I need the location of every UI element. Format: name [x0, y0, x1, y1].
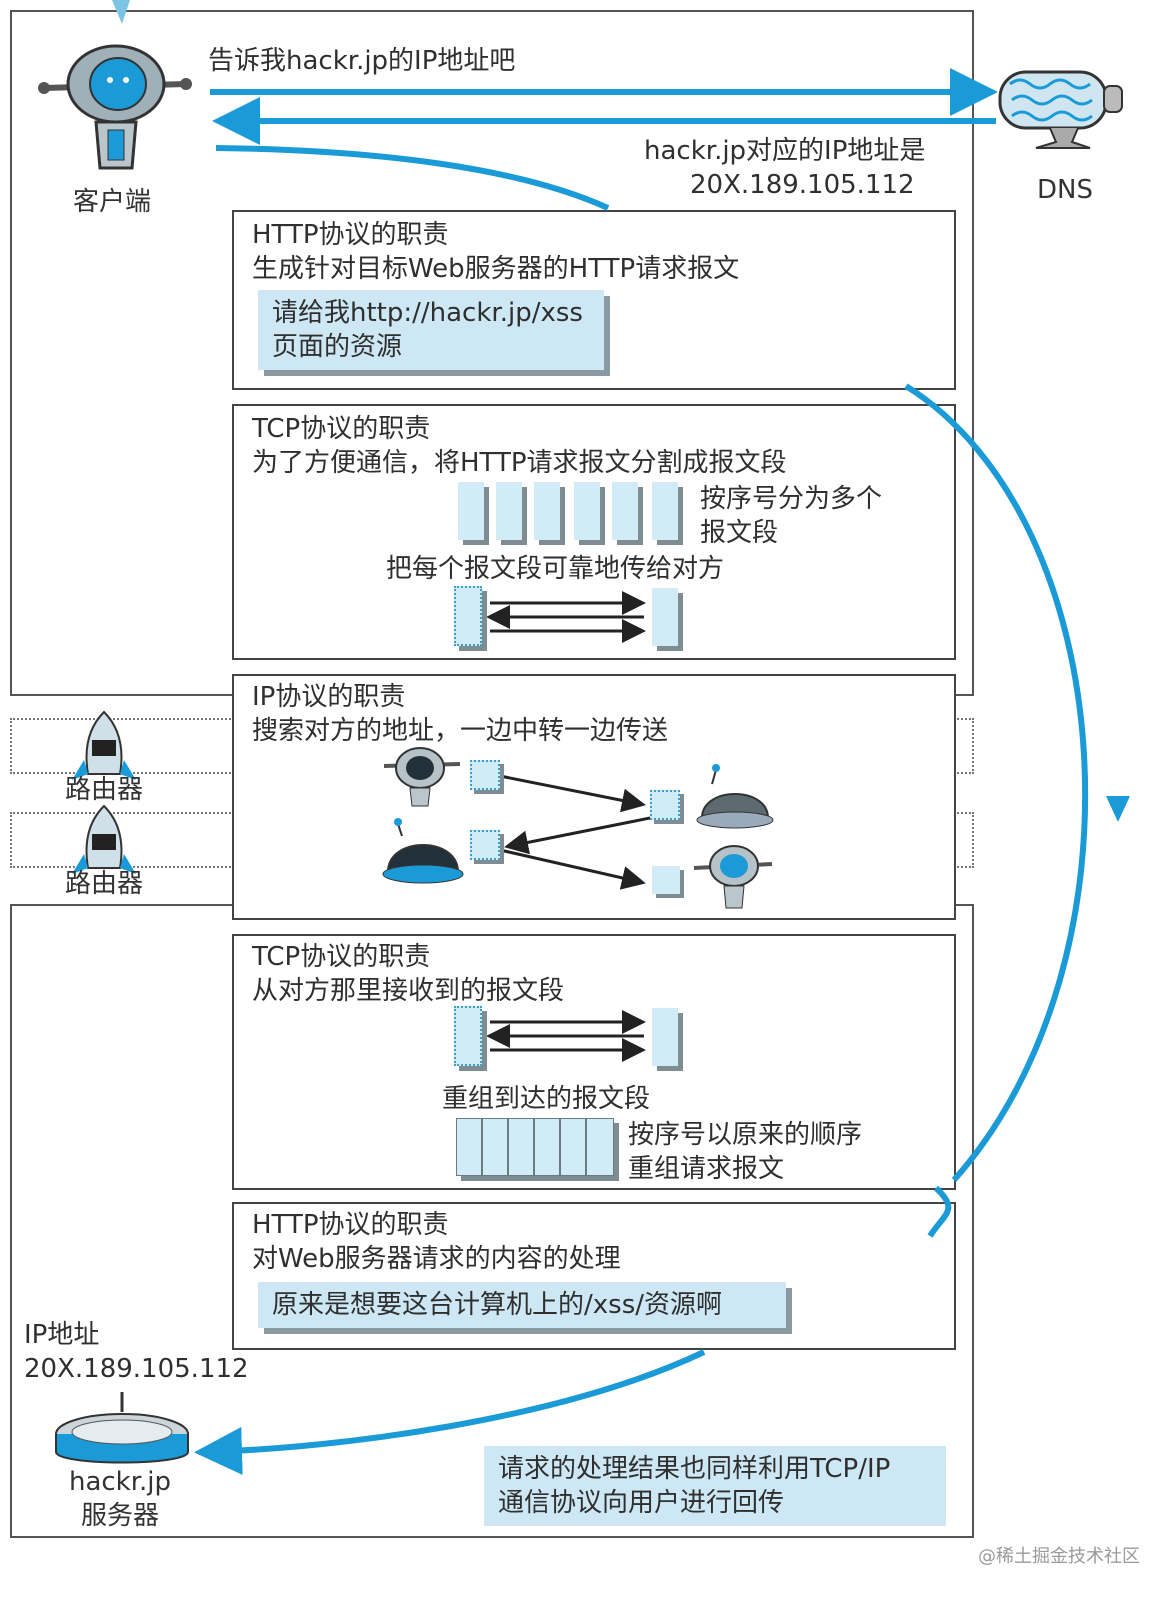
- tcp-order-line2: 重组请求报文: [628, 1154, 785, 1184]
- tcp-split-line2: 报文段: [700, 518, 779, 548]
- http-client-note-line2: 页面的资源: [272, 332, 403, 362]
- result-note-line2: 通信协议向用户进行回传: [498, 1488, 785, 1518]
- client-robot-icon: [38, 44, 192, 170]
- http-server-title: HTTP协议的职责: [252, 1210, 449, 1240]
- small-robot-icon-1: [383, 747, 461, 807]
- tcp-reassemble-text: 重组到达的报文段: [442, 1084, 651, 1114]
- ip-desc: 搜索对方的地址，一边中转一边传送: [252, 716, 669, 746]
- big-arc-arrowhead: [1106, 796, 1130, 822]
- ip-panel: [232, 674, 956, 920]
- http-client-note-line1: 请给我http://hackr.jp/xss: [272, 298, 583, 328]
- tcp-server-sender-segment: [454, 1006, 482, 1066]
- router-icon-2: [72, 804, 136, 874]
- client-to-http-arc: [215, 145, 610, 211]
- tcp-reliable-text: 把每个报文段可靠地传给对方: [386, 554, 725, 584]
- server-name-line2: 服务器: [80, 1501, 159, 1531]
- result-note-line1: 请求的处理结果也同样利用TCP/IP: [498, 1454, 891, 1484]
- small-robot-icon-2: [693, 845, 773, 909]
- http-server-note: 原来是想要这台计算机上的/xss/资源啊: [258, 1282, 786, 1328]
- router-icon-1: [72, 710, 136, 780]
- tcp-split-line1: 按序号分为多个: [700, 484, 883, 514]
- http-client-title: HTTP协议的职责: [252, 220, 449, 250]
- dns-response-line2: 20X.189.105.112: [690, 170, 915, 200]
- segment-5: [612, 482, 638, 540]
- server-ip-value: 20X.189.105.112: [24, 1354, 249, 1384]
- tcp-server-receiver-segment: [652, 1008, 678, 1066]
- ip-packet-3: [470, 830, 500, 860]
- segment-2: [496, 482, 522, 540]
- dome-host-icon-1: [696, 764, 774, 829]
- router-label-2: 路由器: [64, 869, 143, 899]
- client-label: 客户端: [72, 187, 151, 217]
- segment-3: [534, 482, 560, 540]
- ip-packet-4: [652, 866, 680, 894]
- client-request-text: 告诉我hackr.jp的IP地址吧: [208, 46, 516, 76]
- tcp-order-line1: 按序号以原来的顺序: [628, 1120, 863, 1150]
- top-corner-mark: [112, 0, 130, 24]
- web-server-icon: [55, 1392, 189, 1464]
- dome-host-icon-2: [382, 818, 464, 884]
- segment-1: [458, 482, 484, 540]
- tcp-server-title: TCP协议的职责: [252, 942, 431, 972]
- dns-label: DNS: [1037, 175, 1093, 205]
- watermark: @稀土掘金技术社区: [978, 1546, 1140, 1567]
- big-right-arc: [904, 383, 1088, 1182]
- http-client-desc: 生成针对目标Web服务器的HTTP请求报文: [252, 254, 740, 284]
- ip-packet-2: [650, 790, 680, 820]
- tcp-server-desc: 从对方那里接收到的报文段: [252, 976, 565, 1006]
- segment-4: [574, 482, 600, 540]
- to-server-arc: [194, 1349, 706, 1475]
- result-note: 请求的处理结果也同样利用TCP/IP 通信协议向用户进行回传: [484, 1446, 946, 1526]
- ip-title: IP协议的职责: [252, 682, 406, 712]
- tcp-client-title: TCP协议的职责: [252, 414, 431, 444]
- dns-response-line1: hackr.jp对应的IP地址是: [644, 136, 926, 166]
- dns-server-icon: [998, 70, 1123, 149]
- router-label-1: 路由器: [64, 775, 143, 805]
- segment-6: [652, 482, 678, 540]
- reassembled-message: [456, 1118, 614, 1176]
- tcp-client-desc: 为了方便通信，将HTTP请求报文分割成报文段: [252, 448, 787, 478]
- http-server-desc: 对Web服务器请求的内容的处理: [252, 1244, 621, 1274]
- ip-packet-1: [470, 760, 500, 790]
- server-ip-label: IP地址: [24, 1320, 100, 1350]
- tcp-client-receiver-segment: [652, 588, 678, 646]
- server-name-line1: hackr.jp: [68, 1467, 172, 1497]
- http-client-note: 请给我http://hackr.jp/xss 页面的资源: [258, 290, 604, 370]
- tcp-client-sender-segment: [454, 586, 482, 646]
